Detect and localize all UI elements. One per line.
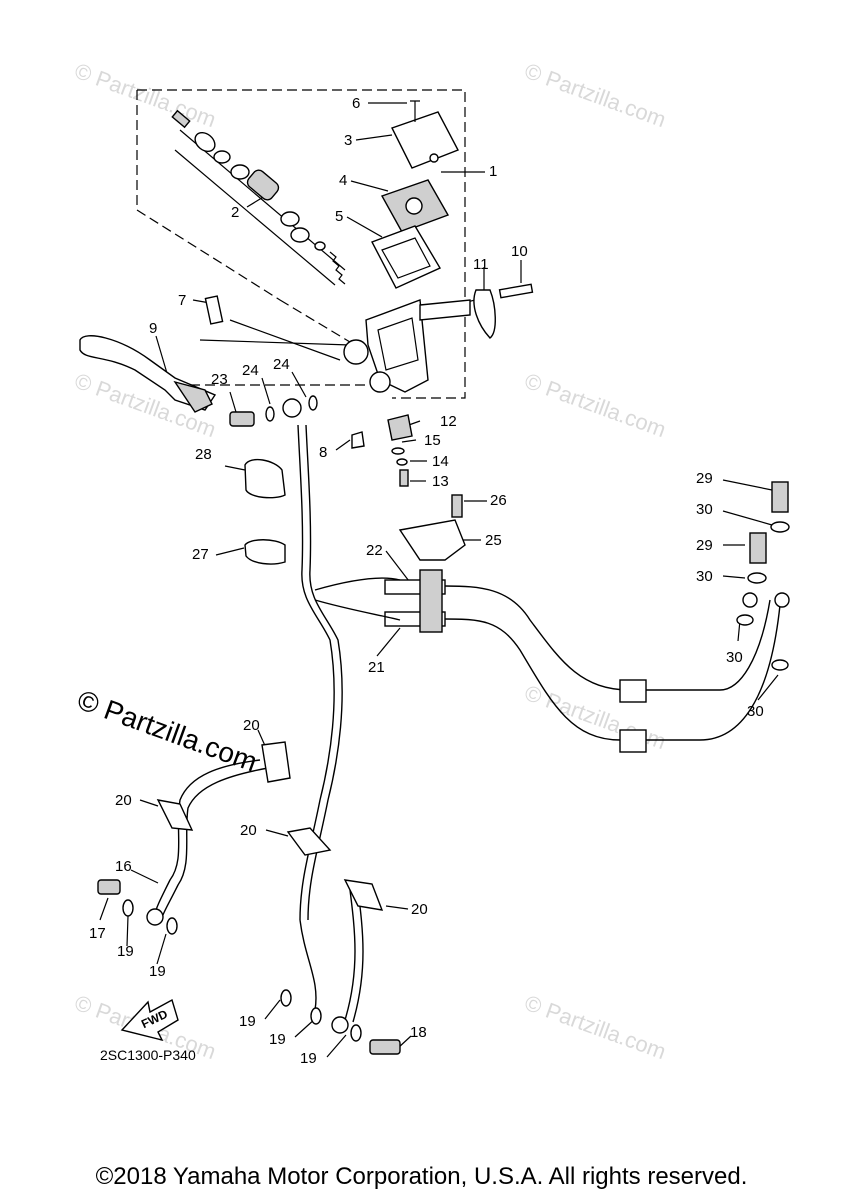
callout-20: 20 bbox=[411, 901, 428, 918]
callout-20: 20 bbox=[115, 792, 132, 809]
callout-8: 8 bbox=[319, 444, 328, 461]
callout-29: 29 bbox=[696, 470, 713, 487]
callout-19: 19 bbox=[269, 1031, 286, 1048]
callout-19: 19 bbox=[117, 943, 134, 960]
callout-24: 24 bbox=[242, 362, 259, 379]
callout-23: 23 bbox=[211, 371, 228, 388]
callout-20: 20 bbox=[243, 717, 260, 734]
callout-19: 19 bbox=[300, 1050, 317, 1067]
callout-4: 4 bbox=[339, 172, 348, 189]
callout-14: 14 bbox=[432, 453, 449, 470]
callout-1: 1 bbox=[489, 163, 498, 180]
callout-30: 30 bbox=[726, 649, 743, 666]
callout-6: 6 bbox=[352, 95, 361, 112]
brake-hose-right bbox=[444, 585, 771, 691]
callout-17: 17 bbox=[89, 925, 106, 942]
callout-30: 30 bbox=[696, 568, 713, 585]
callout-22: 22 bbox=[366, 542, 383, 559]
right-fittings bbox=[619, 481, 790, 753]
callout-2: 2 bbox=[231, 204, 240, 221]
callout-30: 30 bbox=[747, 703, 764, 720]
callout-12: 12 bbox=[440, 413, 457, 430]
lower-fittings bbox=[97, 879, 401, 1055]
callout-27: 27 bbox=[192, 546, 209, 563]
clamp bbox=[473, 283, 534, 339]
brake-lever bbox=[79, 295, 224, 413]
diagram-code: 2SC1300-P340 bbox=[100, 1047, 196, 1063]
callout-3: 3 bbox=[344, 132, 353, 149]
reservoir-parts bbox=[371, 100, 459, 289]
joint-block bbox=[384, 494, 466, 633]
copyright-notice: ©2018 Yamaha Motor Corporation, U.S.A. A… bbox=[95, 1163, 748, 1190]
callout-11: 11 bbox=[473, 256, 489, 273]
callout-9: 9 bbox=[149, 320, 158, 337]
callout-25: 25 bbox=[485, 532, 502, 549]
callout-19: 19 bbox=[239, 1013, 256, 1030]
callout-5: 5 bbox=[335, 208, 344, 225]
callout-10: 10 bbox=[511, 243, 528, 260]
callout-26: 26 bbox=[490, 492, 507, 509]
callout-13: 13 bbox=[432, 473, 449, 490]
brake-hose-left bbox=[154, 759, 261, 916]
callout-28: 28 bbox=[195, 446, 212, 463]
brake-hose-lower bbox=[344, 889, 356, 1021]
hose-clamps-upper bbox=[244, 458, 286, 565]
callout-20: 20 bbox=[240, 822, 257, 839]
callout-16: 16 bbox=[115, 858, 132, 875]
brake-switch bbox=[387, 414, 413, 487]
callout-18: 18 bbox=[410, 1024, 427, 1041]
callout-30: 30 bbox=[696, 501, 713, 518]
hose-clamps-lower bbox=[156, 741, 384, 911]
callout-24: 24 bbox=[273, 356, 290, 373]
piston-kit bbox=[171, 109, 346, 285]
callout-19: 19 bbox=[149, 963, 166, 980]
callout-21: 21 bbox=[368, 659, 385, 676]
callout-29: 29 bbox=[696, 537, 713, 554]
banjo-fittings bbox=[229, 395, 365, 449]
callout-15: 15 bbox=[424, 432, 441, 449]
master-cylinder-body bbox=[343, 299, 471, 393]
fwd-arrow bbox=[120, 998, 179, 1042]
assembly-outline bbox=[136, 89, 466, 399]
callout-7: 7 bbox=[178, 292, 187, 309]
